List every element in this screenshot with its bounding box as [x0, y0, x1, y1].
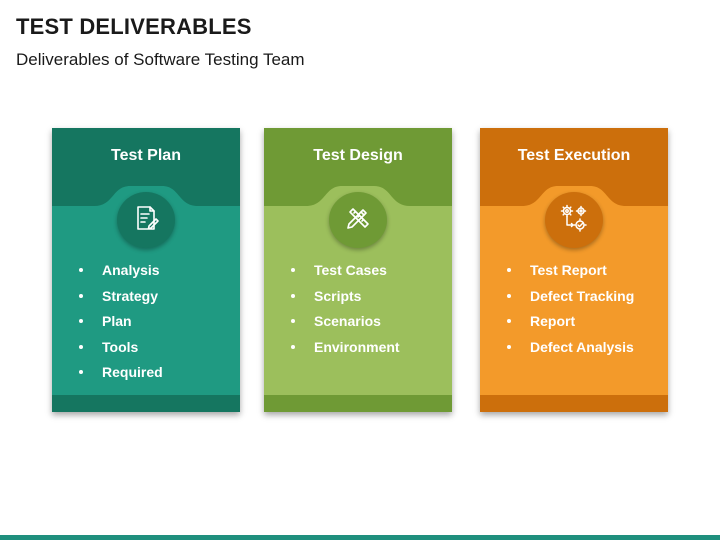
list-item: Test Cases: [291, 260, 400, 286]
card-title: Test Design: [313, 147, 403, 164]
icon-badge: [545, 192, 603, 248]
list-item: Tools: [79, 337, 163, 363]
card-list: Test Cases Scripts Scenarios Environment: [264, 260, 400, 362]
list-item: Strategy: [79, 286, 163, 312]
gears-process-icon: [559, 203, 589, 238]
list-item: Analysis: [79, 260, 163, 286]
page-subtitle: Deliverables of Software Testing Team: [16, 50, 305, 69]
list-item: Required: [79, 362, 163, 388]
icon-badge: [117, 192, 175, 248]
bottom-accent-bar: [0, 535, 720, 540]
pencil-ruler-icon: [344, 204, 372, 237]
icon-badge: [329, 192, 387, 248]
card-header: Test Design: [264, 128, 452, 206]
list-item: Scripts: [291, 286, 400, 312]
card-list: Analysis Strategy Plan Tools Required: [52, 260, 163, 388]
card-footer: [264, 395, 452, 412]
document-edit-icon: [132, 204, 160, 237]
card-test-execution: Test Execution Test Report Defect Tracki…: [480, 128, 668, 412]
card-header: Test Plan: [52, 128, 240, 206]
list-item: Defect Tracking: [506, 286, 634, 312]
card-footer: [480, 395, 668, 412]
list-item: Test Report: [506, 260, 634, 286]
list-item: Scenarios: [291, 311, 400, 337]
card-footer: [52, 395, 240, 412]
list-item: Plan: [79, 311, 163, 337]
list-item: Defect Analysis: [506, 337, 634, 363]
card-test-design: Test Design Test Cases Scripts Scenarios…: [264, 128, 452, 412]
page-title: TEST DELIVERABLES: [16, 14, 252, 39]
card-title: Test Execution: [517, 147, 631, 164]
card-list: Test Report Defect Tracking Report Defec…: [480, 260, 634, 362]
card-title: Test Plan: [111, 147, 181, 164]
card-header: Test Execution: [480, 128, 668, 206]
card-test-plan: Test Plan Analysis Strategy Plan Tools R…: [52, 128, 240, 412]
list-item: Environment: [291, 337, 400, 363]
list-item: Report: [506, 311, 634, 337]
